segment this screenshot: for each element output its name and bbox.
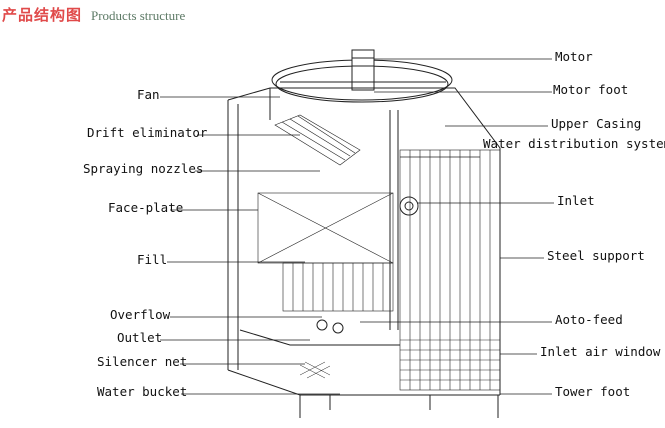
inlet-pipe [399,196,419,216]
label-steel-support: Steel support [547,248,645,263]
fill [257,192,394,312]
label-fan: Fan [137,87,160,102]
motor [351,49,375,91]
label-tower-foot: Tower foot [555,384,631,399]
label-motor: Motor [555,49,593,64]
label-fill: Fill [137,252,168,267]
label-silencer-net: Silencer net [97,354,188,369]
label-inlet: Inlet [557,193,595,208]
leader-lines [160,58,554,395]
label-drift-eliminator: Drift eliminator [87,125,208,140]
water-bucket [227,369,500,396]
label-upper-casing: Upper Casing [551,116,642,131]
title-english: Products structure [91,8,186,23]
label-water-bucket: Water bucket [97,384,188,399]
label-face-plate: Face-plate [108,200,184,215]
drift-eliminator [274,114,361,166]
title-chinese: 产品结构图 [2,6,83,24]
label-inlet-air-window: Inlet air window [540,344,661,359]
label-outlet: Outlet [117,330,163,345]
silencer-net [299,361,331,379]
right-panel [399,149,501,391]
label-water-distribution-system: Water distribution system [483,136,665,151]
label-aoto-feed: Aoto-feed [555,312,623,327]
label-spraying-nozzles: Spraying nozzles [83,161,204,176]
label-overflow: Overflow [110,307,171,322]
label-motor-foot: Motor foot [553,82,629,97]
